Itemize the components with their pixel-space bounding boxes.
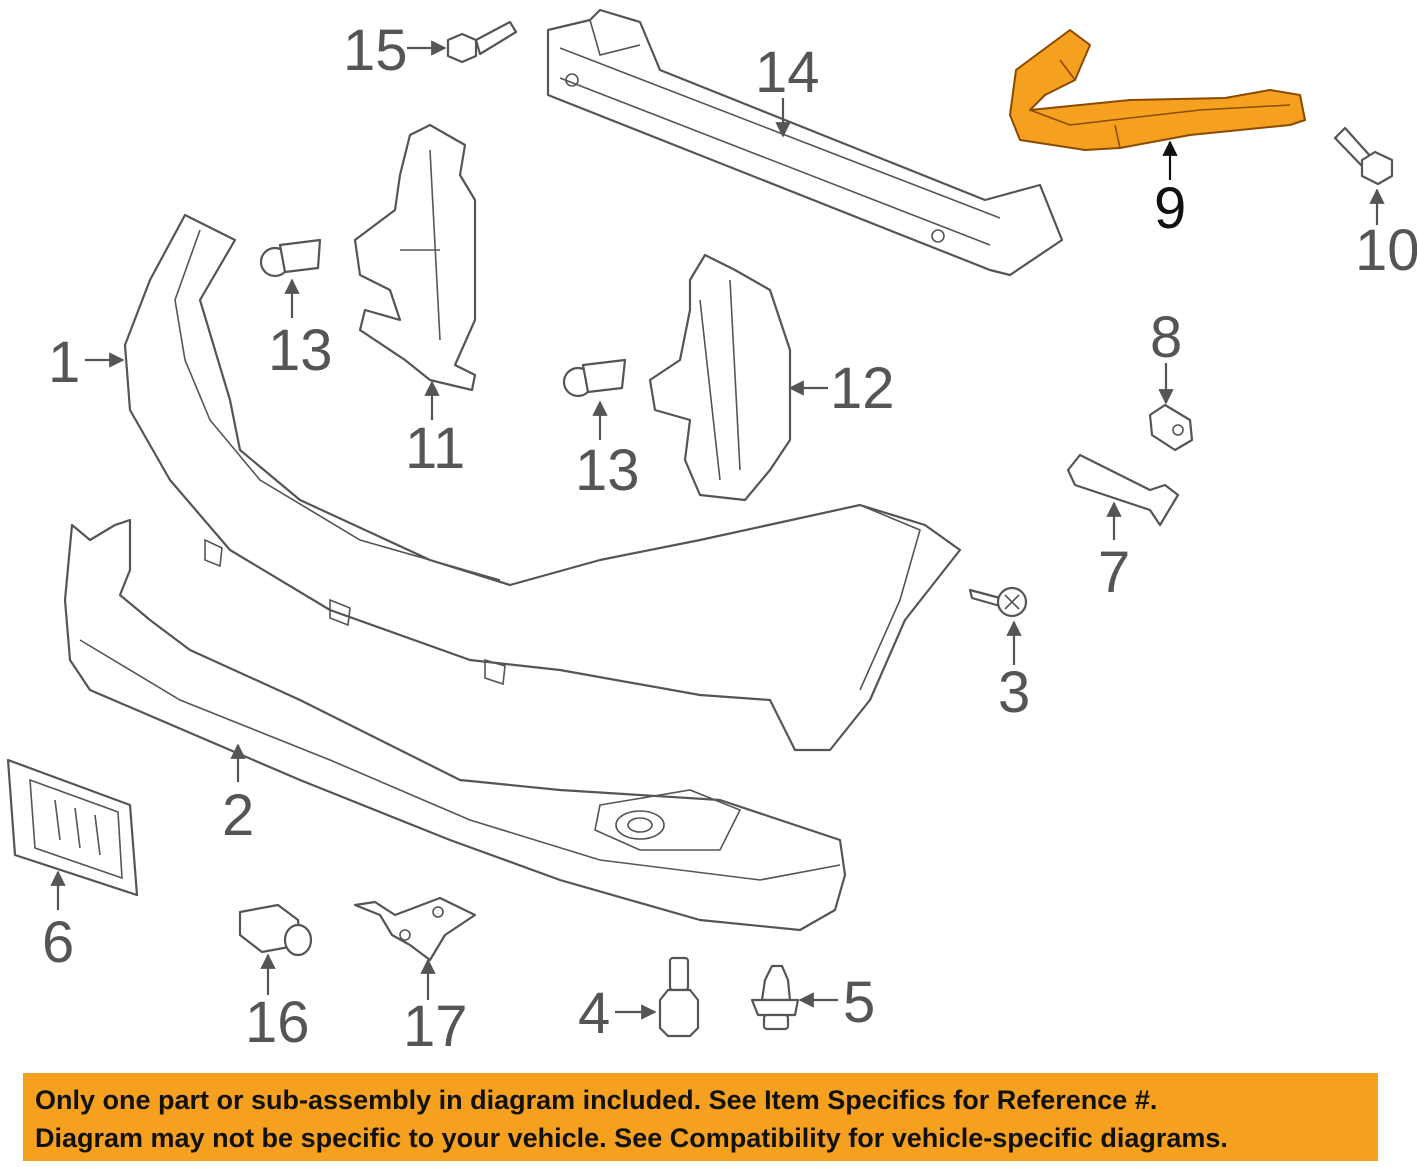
callout-17: 17: [403, 994, 468, 1059]
part-2-lower-bumper: [63, 518, 847, 932]
disclaimer-line-1: Only one part or sub-assembly in diagram…: [35, 1085, 1158, 1115]
disclaimer-line-2: Diagram may not be specific to your vehi…: [35, 1123, 1228, 1153]
part-5-clip: [750, 964, 800, 1031]
callout-6: 6: [42, 910, 74, 975]
part-4-bolt: [658, 956, 700, 1038]
callout-13a: 13: [268, 318, 333, 383]
callout-5: 5: [843, 970, 875, 1035]
callout-16: 16: [245, 990, 310, 1055]
part-10-bolt: [1333, 126, 1394, 186]
leader-lines: [50, 40, 1385, 1020]
part-3-screw: [968, 586, 1028, 618]
highlighted-part-shape: [1009, 29, 1306, 151]
callout-13b: 13: [575, 438, 640, 503]
callout-11: 11: [405, 416, 465, 481]
part-17-bracket: [353, 896, 477, 962]
callout-12: 12: [830, 356, 895, 421]
callout-4: 4: [578, 981, 610, 1046]
callout-3: 3: [998, 660, 1030, 725]
callout-numbers: 1 2 3 4 5 6 7 8 9 10 11 12 13 13 14 15 1…: [42, 18, 1417, 1059]
callout-14: 14: [755, 40, 820, 105]
part-6-license-bracket: [6, 758, 139, 897]
part-12-air-guide: [648, 253, 792, 502]
part-9-bracket-highlighted: [1009, 29, 1306, 151]
part-15-bolt: [446, 20, 518, 64]
callout-9: 9: [1154, 176, 1186, 241]
part-8-nut: [1148, 403, 1194, 452]
callout-1: 1: [48, 330, 80, 395]
part-13-clip-upper: [259, 238, 322, 278]
callout-8: 8: [1150, 305, 1182, 370]
callout-10: 10: [1355, 218, 1417, 283]
disclaimer-banner: Only one part or sub-assembly in diagram…: [23, 1073, 1378, 1161]
part-1-bumper-cover: [123, 213, 962, 752]
callout-15: 15: [343, 18, 408, 83]
callout-7: 7: [1098, 540, 1130, 605]
part-7-bracket: [1066, 453, 1180, 527]
part-11-air-guide: [353, 123, 477, 392]
part-16-sensor: [238, 903, 313, 957]
part-13-clip-lower: [562, 358, 627, 398]
callout-2: 2: [222, 783, 254, 848]
